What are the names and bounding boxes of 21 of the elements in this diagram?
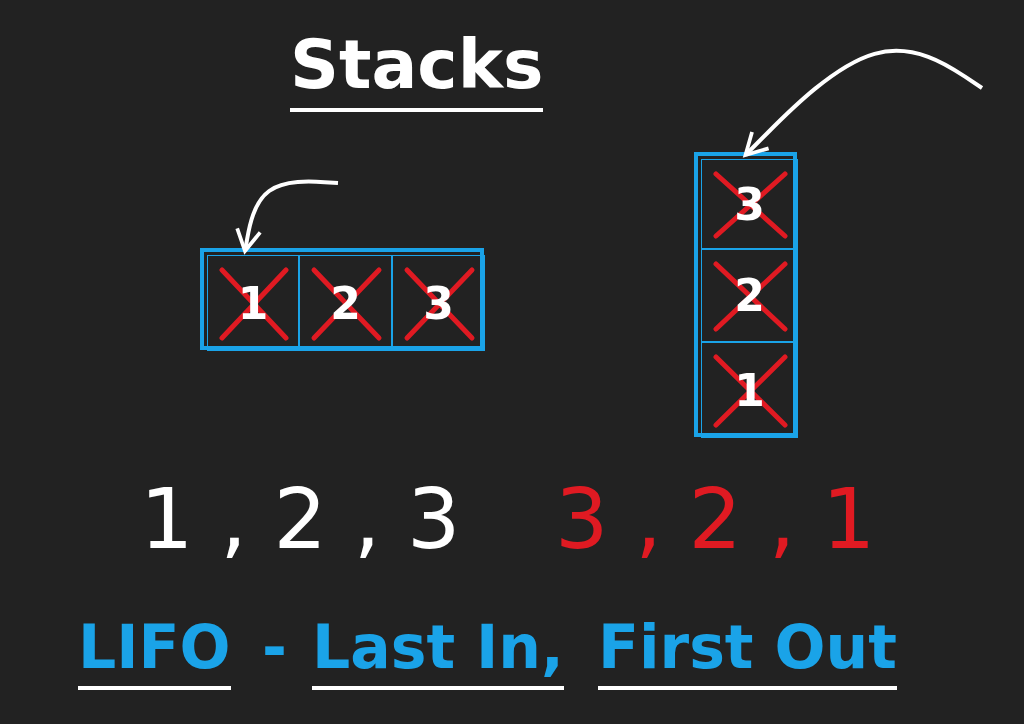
stack-cell (207, 255, 299, 351)
curved-arrow (743, 48, 984, 157)
cell-number: 2 (734, 270, 765, 321)
cell-number: 1 (734, 364, 765, 416)
caption-text: First Out (598, 612, 897, 690)
sequence-text: 3 , 2 , 1 (555, 470, 876, 570)
title: Stacks (290, 22, 544, 112)
caption-text: - (262, 612, 287, 684)
sequence-text: 1 , 2 , 3 (140, 470, 461, 570)
curved-arrow (235, 179, 339, 253)
stack-container (200, 248, 484, 350)
stack-cell (392, 255, 485, 351)
stack-cell (701, 342, 798, 438)
caption-text: LIFO (78, 612, 231, 690)
cell-number: 1 (237, 277, 269, 329)
cell-number: 3 (423, 277, 454, 329)
cell-number: 3 (734, 178, 765, 230)
stack-container (694, 152, 797, 437)
stack-cell (701, 159, 798, 249)
stack-cell (701, 249, 798, 342)
caption-text: Last In, (312, 612, 564, 690)
